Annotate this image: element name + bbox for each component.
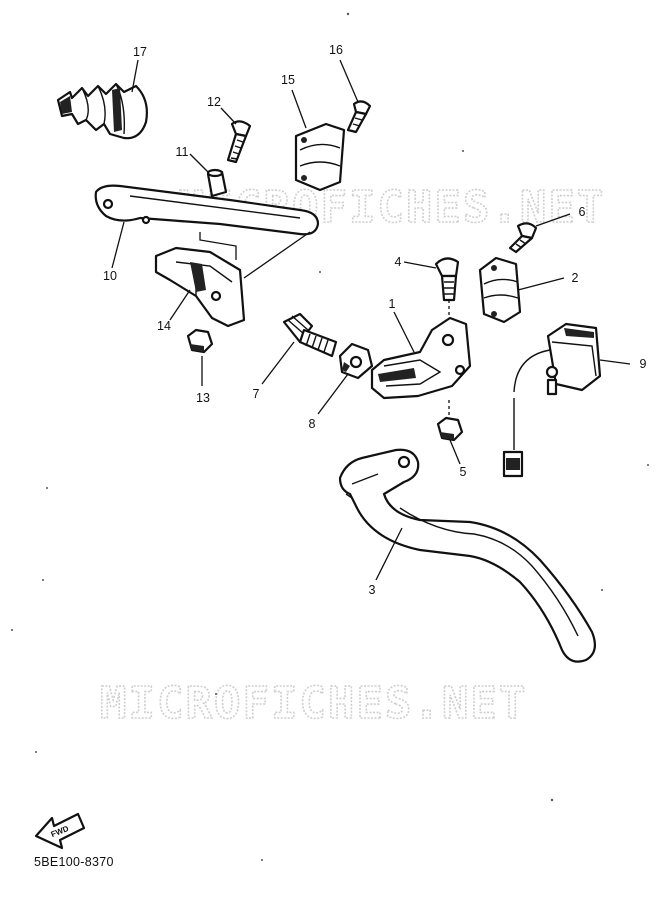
leader-14 — [169, 289, 191, 321]
part-2-clamp — [478, 256, 522, 324]
diagram-code: 5BE100-8370 — [34, 855, 114, 869]
callout-7: 7 — [253, 387, 260, 401]
leader-2 — [517, 277, 565, 291]
leader-12 — [220, 107, 237, 125]
callout-5: 5 — [460, 465, 467, 479]
part-6-screw — [508, 222, 538, 254]
part-12-bolt — [226, 120, 252, 164]
leader-8 — [317, 373, 349, 415]
leader-5 — [449, 439, 461, 465]
part-14-bracket — [154, 246, 246, 328]
alignment-line-b — [243, 231, 311, 279]
callout-10: 10 — [103, 269, 117, 283]
part-5-nut — [436, 416, 464, 442]
leader-4 — [403, 261, 437, 269]
part-16-screw — [346, 100, 372, 134]
callout-4: 4 — [395, 255, 402, 269]
part-1-lever-holder — [370, 316, 472, 400]
callout-17: 17 — [133, 45, 147, 59]
fwd-arrow-icon: FWD — [34, 812, 86, 850]
leader-10 — [111, 221, 125, 269]
part-11-collar — [206, 168, 228, 198]
part-9-switch — [502, 322, 602, 478]
leader-7 — [261, 341, 295, 385]
part-7-adjuster-bolt — [282, 312, 338, 358]
leader-6 — [535, 213, 571, 227]
part-8-lock-nut — [338, 342, 374, 380]
part-17-dust-boot — [56, 82, 148, 140]
callout-3: 3 — [369, 583, 376, 597]
callout-6: 6 — [579, 205, 586, 219]
callout-12: 12 — [207, 95, 221, 109]
part-10-lever — [94, 184, 320, 236]
leader-1 — [393, 311, 415, 353]
part-4-pivot-bolt — [434, 257, 460, 302]
callout-16: 16 — [329, 43, 343, 57]
watermark-lower: MICROFICHES.NET — [100, 678, 527, 729]
alignment-line-a — [199, 232, 237, 260]
callout-8: 8 — [309, 417, 316, 431]
callout-14: 14 — [157, 319, 171, 333]
callout-9: 9 — [640, 357, 647, 371]
callout-13: 13 — [196, 391, 210, 405]
part-13-nut — [186, 328, 214, 354]
callout-1: 1 — [389, 297, 396, 311]
leader-9 — [599, 359, 631, 365]
callout-15: 15 — [281, 73, 295, 87]
part-15-clamp — [294, 122, 346, 192]
callout-11: 11 — [176, 145, 189, 159]
scan-specks — [11, 12, 649, 861]
leader-3 — [375, 527, 403, 581]
leader-16 — [339, 59, 359, 103]
callout-2: 2 — [572, 271, 579, 285]
leader-17 — [131, 59, 139, 93]
part-3-main-lever — [338, 448, 597, 663]
leader-15 — [291, 89, 307, 129]
leader-11 — [189, 153, 209, 173]
